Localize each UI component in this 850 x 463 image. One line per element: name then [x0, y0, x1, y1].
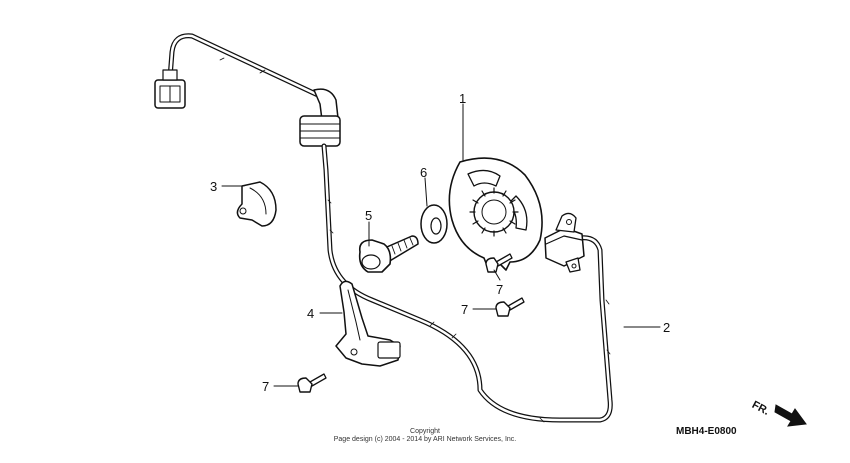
flange-bolt [358, 235, 419, 273]
diagram-part-code: MBH4-E0800 [676, 426, 737, 437]
front-arrow-icon [774, 404, 807, 427]
callout-6: 6 [420, 165, 427, 180]
small-bolt-middle [495, 297, 525, 317]
wire-clamp-stay [335, 280, 401, 367]
callout-7-upper: 7 [496, 282, 503, 297]
wire-harness [154, 33, 613, 423]
front-label: FR. [750, 399, 771, 418]
callout-4: 4 [307, 306, 314, 321]
callout-2: 2 [663, 320, 670, 335]
mounting-bracket [236, 181, 277, 227]
small-bolt-lower [297, 373, 327, 393]
washer [420, 204, 448, 244]
copyright-line-2: Page design (c) 2004 - 2014 by ARI Netwo… [333, 436, 517, 443]
callout-7-middle: 7 [461, 302, 468, 317]
pulse-generator [544, 212, 585, 273]
wire-connector [154, 69, 186, 109]
callout-5: 5 [365, 208, 372, 223]
callout-1: 1 [459, 91, 466, 106]
timing-rotor [448, 157, 543, 271]
callout-7-lower: 7 [262, 379, 269, 394]
leader-lines [221, 103, 661, 387]
small-bolt-upper [485, 253, 513, 273]
front-direction-indicator: FR. [750, 399, 807, 427]
callout-3: 3 [210, 179, 217, 194]
copyright-line-1: Copyright [410, 428, 440, 435]
rubber-grommet [299, 115, 341, 147]
